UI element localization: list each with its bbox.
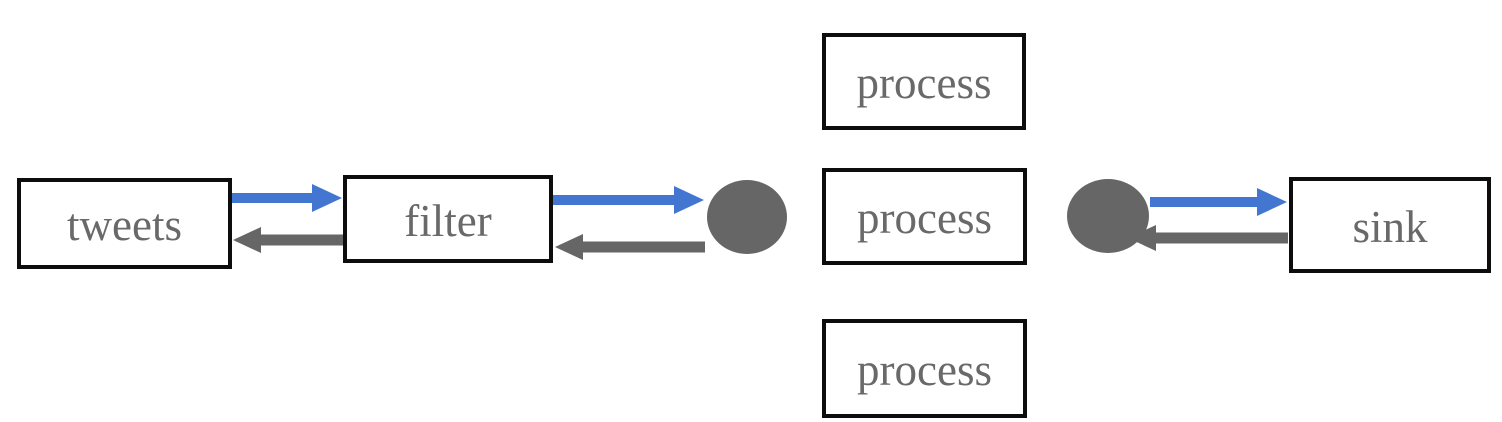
node-filter: filter <box>343 175 553 263</box>
node-tweets-label: tweets <box>67 200 182 250</box>
arrow-sink-to-fanin-feedback <box>1128 225 1288 251</box>
fan-out-junction-circle <box>707 180 787 254</box>
node-sink-label: sink <box>1352 201 1428 252</box>
node-process-1-label: process <box>856 58 992 108</box>
node-process-3-label: process <box>857 345 992 395</box>
arrow-filter-to-tweets-feedback <box>233 227 343 253</box>
node-process-2: process <box>822 168 1027 265</box>
arrow-fanin-to-sink <box>1150 188 1287 216</box>
node-process-2-label: process <box>857 193 992 243</box>
node-sink: sink <box>1289 177 1491 273</box>
node-tweets: tweets <box>17 178 232 269</box>
arrow-fanout-to-filter-feedback <box>555 234 705 260</box>
arrow-tweets-to-filter <box>232 184 342 212</box>
node-process-3: process <box>822 319 1027 418</box>
node-process-1: process <box>822 33 1026 130</box>
arrow-filter-to-fanout <box>553 186 704 214</box>
node-filter-label: filter <box>404 195 492 246</box>
fan-in-junction-circle <box>1067 179 1149 253</box>
